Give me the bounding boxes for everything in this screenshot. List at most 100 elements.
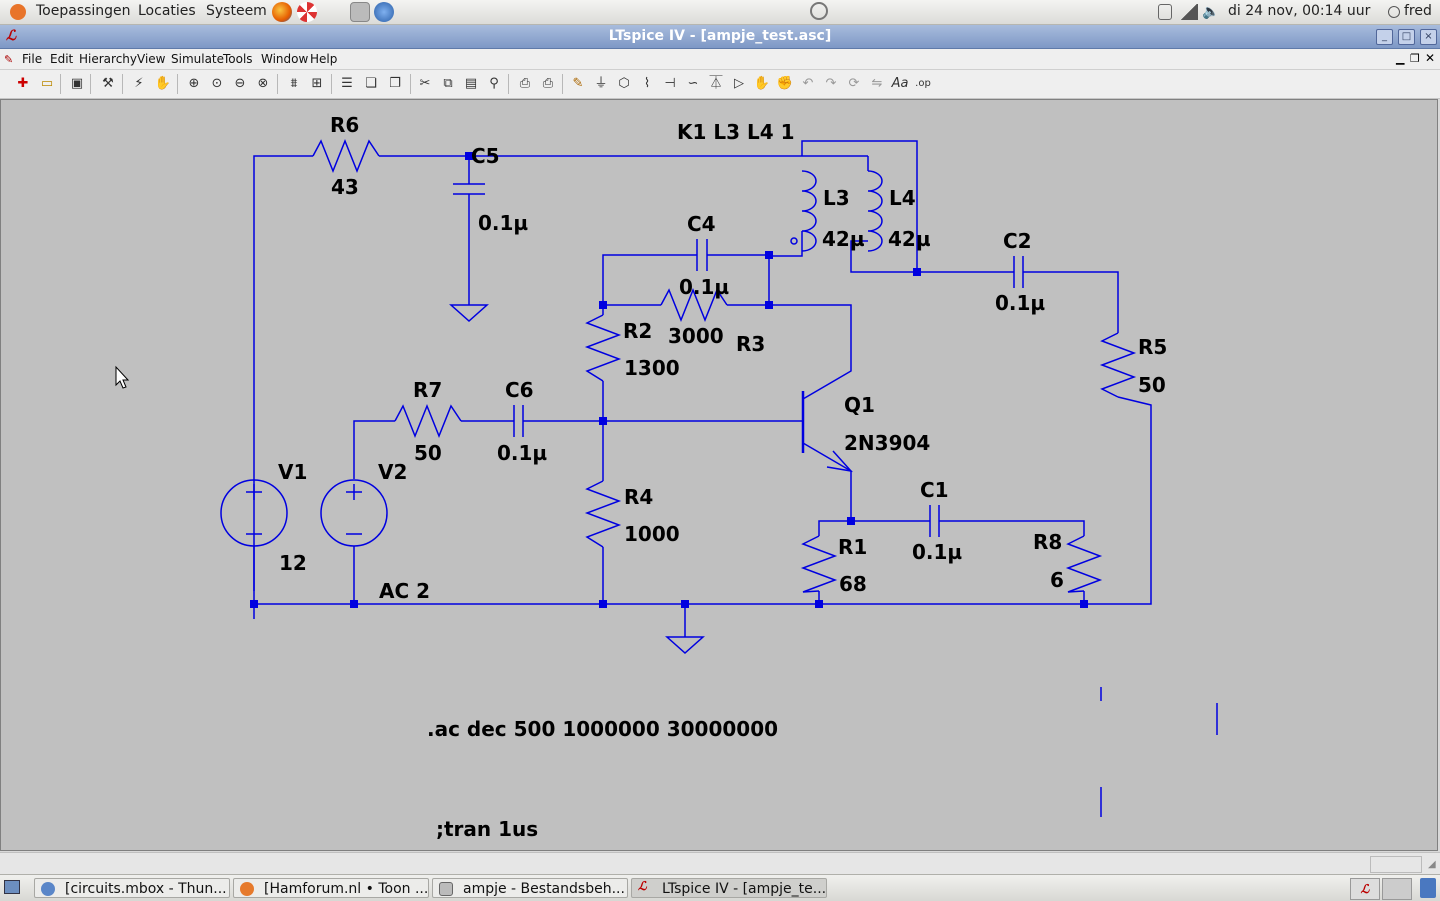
menu-tools[interactable]: Tools — [223, 52, 253, 66]
c2-value[interactable]: 0.1µ — [995, 291, 1045, 315]
diode-icon[interactable]: ⏄ — [709, 76, 723, 91]
inductor-icon[interactable]: ∽ — [687, 76, 699, 91]
capacitor-icon[interactable]: ⊣ — [664, 76, 676, 91]
undo-icon[interactable]: ↶ — [802, 76, 814, 91]
resistor-r3[interactable] — [660, 287, 728, 323]
inductor-l4[interactable] — [867, 170, 883, 252]
ac-directive[interactable]: .ac dec 500 1000000 30000000 — [427, 717, 778, 741]
run-icon[interactable]: ⚡ — [134, 76, 144, 91]
document-icon[interactable]: ✎ — [4, 53, 14, 66]
thunderbird-launcher-icon[interactable] — [374, 2, 394, 22]
q1-value[interactable]: 2N3904 — [844, 431, 930, 455]
mdi-close-icon[interactable]: ✕ — [1425, 51, 1436, 65]
resistor-r5[interactable] — [1099, 332, 1137, 398]
v2-name[interactable]: V2 — [378, 460, 407, 484]
paste-icon[interactable]: ▤ — [464, 76, 478, 91]
spice-directive-icon[interactable]: .op — [915, 78, 931, 89]
rotate-icon[interactable]: ⟳ — [848, 76, 860, 91]
print-icon[interactable]: ⎙ — [542, 76, 554, 91]
component-icon[interactable]: ▷ — [734, 76, 744, 91]
signal-icon[interactable] — [1180, 4, 1198, 20]
c5-name[interactable]: C5 — [471, 144, 500, 168]
resistor-icon[interactable]: ⌇ — [643, 76, 651, 91]
control-panel-icon[interactable]: ⚒ — [102, 76, 114, 91]
c2-name[interactable]: C2 — [1003, 229, 1032, 253]
r5-value[interactable]: 50 — [1138, 373, 1166, 397]
v1-name[interactable]: V1 — [278, 460, 307, 484]
text-icon[interactable]: Aa — [891, 76, 909, 91]
r6-value[interactable]: 43 — [331, 175, 359, 199]
r1-value[interactable]: 68 — [839, 572, 867, 596]
autorange-icon[interactable]: ⩩ — [290, 76, 298, 91]
c6-value[interactable]: 0.1µ — [497, 441, 547, 465]
resistor-r8[interactable] — [1065, 535, 1103, 593]
minimize-button[interactable]: _ — [1376, 29, 1393, 45]
coupling-directive[interactable]: K1 L3 L4 1 — [677, 120, 795, 144]
v1-value[interactable]: 12 — [279, 551, 307, 575]
panel-clock[interactable]: di 24 nov, 00:14 uur — [1228, 3, 1371, 19]
c5-value[interactable]: 0.1µ — [478, 211, 528, 235]
r1-name[interactable]: R1 — [838, 535, 867, 559]
find-icon[interactable]: ⚲ — [489, 76, 499, 91]
copy-icon[interactable]: ⧉ — [443, 76, 453, 91]
menu-edit[interactable]: Edit — [50, 52, 74, 66]
r4-value[interactable]: 1000 — [624, 522, 680, 546]
draw-wire-icon[interactable]: ✎ — [572, 76, 584, 91]
c4-name[interactable]: C4 — [687, 212, 716, 236]
drag-icon[interactable]: ✊ — [776, 76, 794, 91]
mdi-restore-icon[interactable]: ❐ — [1410, 52, 1420, 65]
l3-name[interactable]: L3 — [823, 186, 850, 210]
tile-vertical-icon[interactable]: ❐ — [389, 76, 401, 91]
tran-directive[interactable]: ;tran 1us — [436, 817, 538, 841]
move-icon[interactable]: ✋ — [753, 76, 771, 91]
task-thunderbird[interactable]: [circuits.mbox - Thun... — [34, 878, 230, 898]
mirror-icon[interactable]: ⇋ — [871, 76, 883, 91]
places-menu[interactable]: Locaties — [138, 3, 196, 19]
schematic-canvas[interactable]: R6 43 C5 0.1µ K1 L3 L4 1 L3 42µ L4 42µ C… — [0, 99, 1438, 851]
label-net-icon[interactable]: ⬡ — [618, 76, 630, 91]
r7-value[interactable]: 50 — [414, 441, 442, 465]
menu-file[interactable]: File — [22, 52, 43, 66]
workspace-switcher[interactable] — [1382, 878, 1412, 900]
window-titlebar[interactable]: ℒ LTspice IV - [ampje_test.asc] _ □ × — [0, 25, 1440, 49]
menu-window[interactable]: Window — [261, 52, 309, 66]
zoom-in-icon[interactable]: ⊕ — [188, 76, 200, 91]
r2-name[interactable]: R2 — [623, 319, 652, 343]
power-icon[interactable] — [810, 2, 828, 20]
q1-name[interactable]: Q1 — [844, 393, 875, 417]
menu-simulate[interactable]: Simulate — [171, 52, 225, 66]
resize-grip-icon[interactable]: ◢ — [1428, 859, 1436, 870]
pan-icon[interactable]: ⊙ — [211, 76, 223, 91]
source-v2[interactable] — [320, 479, 388, 547]
cascade-icon[interactable]: ❏ — [365, 76, 377, 91]
menu-help[interactable]: Help — [310, 52, 338, 66]
network-icon[interactable] — [1158, 4, 1172, 20]
redo-icon[interactable]: ↷ — [825, 76, 837, 91]
task-firefox[interactable]: [Hamforum.nl • Toon ... — [233, 878, 429, 898]
inductor-l3[interactable] — [801, 170, 817, 252]
r8-value[interactable]: 6 — [1050, 568, 1064, 592]
trash-icon[interactable] — [1420, 878, 1436, 898]
v2-value[interactable]: AC 2 — [379, 579, 430, 603]
system-menu[interactable]: Systeem — [206, 3, 267, 19]
zoom-fit-icon[interactable]: ⊗ — [257, 76, 269, 91]
screenshot-launcher-icon[interactable] — [350, 2, 370, 22]
menu-hierarchy[interactable]: Hierarchy — [79, 52, 138, 66]
print-setup-icon[interactable]: ⎙ — [519, 76, 531, 91]
task-ltspice[interactable]: ℒ LTspice IV - [ampje_te... — [631, 878, 827, 898]
r7-name[interactable]: R7 — [413, 378, 442, 402]
schematic-svg[interactable]: R6 43 C5 0.1µ K1 L3 L4 1 L3 42µ L4 42µ C… — [1, 100, 1437, 850]
halt-icon[interactable]: ✋ — [154, 76, 172, 91]
c1-value[interactable]: 0.1µ — [912, 540, 962, 564]
transistor-q1[interactable] — [826, 450, 853, 473]
show-desktop-icon[interactable] — [4, 880, 20, 894]
open-icon[interactable]: ▭ — [40, 76, 54, 91]
mdi-minimize-icon[interactable]: ▁ — [1396, 52, 1405, 65]
save-icon[interactable]: ▣ — [70, 76, 84, 91]
help-launcher-icon[interactable] — [297, 2, 317, 22]
close-button[interactable]: × — [1420, 29, 1437, 45]
menu-view[interactable]: View — [137, 52, 166, 66]
panel-user[interactable]: fred — [1404, 3, 1432, 19]
l4-name[interactable]: L4 — [889, 186, 916, 210]
resistor-r7[interactable] — [394, 403, 462, 439]
